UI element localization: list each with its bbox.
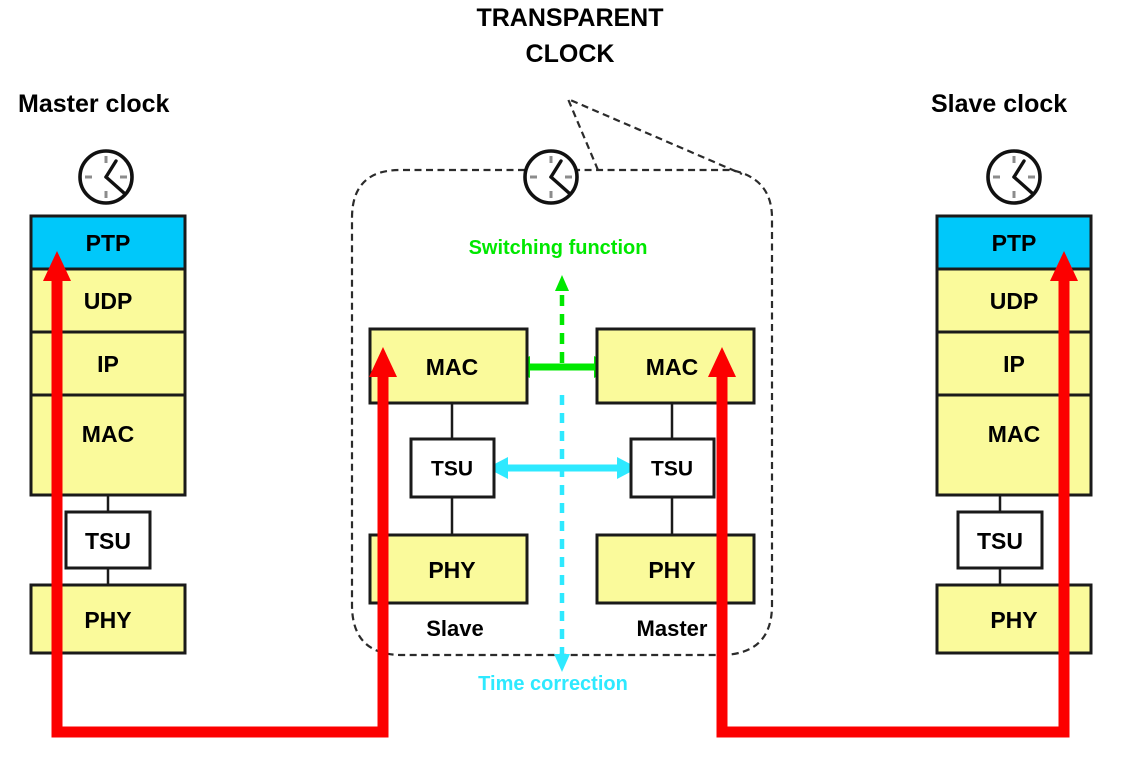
left-layer-tsu-box — [64, 510, 152, 570]
tc-master-tsu-box — [629, 437, 716, 499]
tc-master-mac-label: MAC — [646, 354, 698, 380]
time-correction-arrow — [554, 395, 570, 672]
right-layer-ip-label: IP — [1003, 351, 1025, 377]
center-analog-clock-icon — [523, 149, 579, 205]
left-layer-phy-label: PHY — [84, 607, 131, 633]
ptp-path-left-arrowhead — [43, 251, 71, 281]
left-layer-tsu-label: TSU — [85, 528, 131, 554]
tc-master-role-label: Master — [637, 616, 708, 641]
tc-slave-phy-box — [368, 533, 529, 605]
left-layer-udp-label: UDP — [84, 288, 133, 314]
right-layer-mac-label: MAC — [988, 421, 1040, 447]
tc-master-tsu-label: TSU — [651, 458, 693, 481]
tc-slave-role-label: Slave — [426, 616, 484, 641]
tc-slave-port-stack: MAC TSU PHY Slave — [368, 327, 529, 641]
left-node-label: Master clock — [18, 90, 170, 118]
ptp-message-path-left — [43, 251, 397, 738]
ptp-path-left-center-arrowhead — [369, 347, 397, 377]
left-layer-mac-label: MAC — [82, 421, 134, 447]
tc-slave-phy-label: PHY — [428, 557, 475, 583]
right-layer-tsu-box — [956, 510, 1044, 570]
right-layer-ptp-label: PTP — [992, 230, 1037, 256]
tc-slave-mac-box — [368, 327, 529, 405]
left-layer-ip-label: IP — [97, 351, 119, 377]
page-title-line2: CLOCK — [526, 40, 615, 68]
callout-tail — [565, 96, 743, 176]
time-correction-label: Time correction — [478, 673, 628, 695]
page-title-line1: TRANSPARENT — [476, 4, 663, 32]
right-layer-phy-label: PHY — [990, 607, 1037, 633]
tc-slave-tsu-label: TSU — [431, 458, 473, 481]
tc-slave-mac-label: MAC — [426, 354, 478, 380]
right-analog-clock-icon — [986, 149, 1042, 205]
right-layer-udp-label: UDP — [990, 288, 1039, 314]
switching-function-arrow — [555, 275, 569, 363]
switching-function-label: Switching function — [469, 237, 648, 259]
tsu-to-tsu-timestamp-arrow — [487, 457, 638, 479]
right-layer-tsu-label: TSU — [977, 528, 1023, 554]
ptp-message-path-right — [708, 251, 1078, 738]
ptp-path-right-center-arrowhead — [708, 347, 736, 377]
left-layer-ptp-label: PTP — [86, 230, 131, 256]
tc-master-phy-label: PHY — [648, 557, 695, 583]
tc-master-phy-box — [595, 533, 756, 605]
transparent-clock-boundary — [350, 168, 774, 657]
right-node-label: Slave clock — [931, 90, 1067, 118]
left-analog-clock-icon — [78, 149, 134, 205]
ptp-path-right-arrowhead — [1050, 251, 1078, 281]
